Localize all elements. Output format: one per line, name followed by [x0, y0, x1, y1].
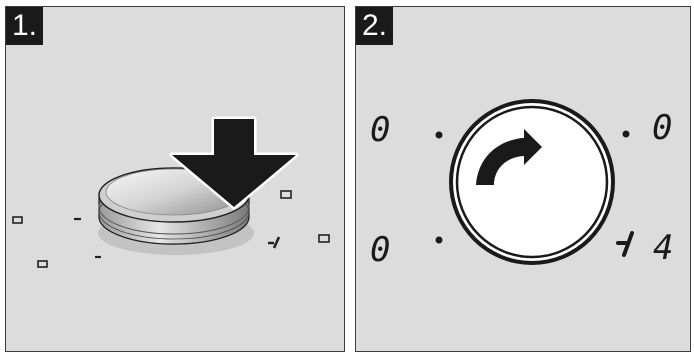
digit-bottom-left: 0 [370, 230, 390, 270]
step-1-panel: 1. [5, 6, 345, 352]
digit-top-left: 0 [370, 110, 390, 150]
indicator-marks [12, 190, 330, 268]
down-arrow-icon [169, 116, 299, 210]
step-2-number: 2. [356, 7, 394, 45]
digit-top-right: 0 [652, 108, 672, 148]
indicator-dot [622, 130, 630, 138]
step-1-illustration [12, 116, 330, 268]
indicator-mark [280, 190, 292, 199]
digit-bottom-right: 4 [653, 228, 673, 268]
indicator-mark [37, 260, 48, 268]
indicator-mark [12, 216, 23, 224]
step-2-panel: 2. 0 0 0 4 [355, 6, 691, 352]
indicator-mark [318, 234, 330, 243]
indicator-dot [435, 131, 443, 139]
curved-arrow-clockwise-icon [476, 129, 542, 185]
indicator-dots [435, 130, 630, 244]
step-1-number: 1. [6, 7, 44, 45]
indicator-tick [616, 231, 634, 257]
indicator-dot [435, 236, 443, 244]
step-2-illustration: 0 0 0 4 [370, 99, 673, 270]
indicator-tick [268, 236, 281, 249]
knob-top-view [449, 99, 615, 265]
